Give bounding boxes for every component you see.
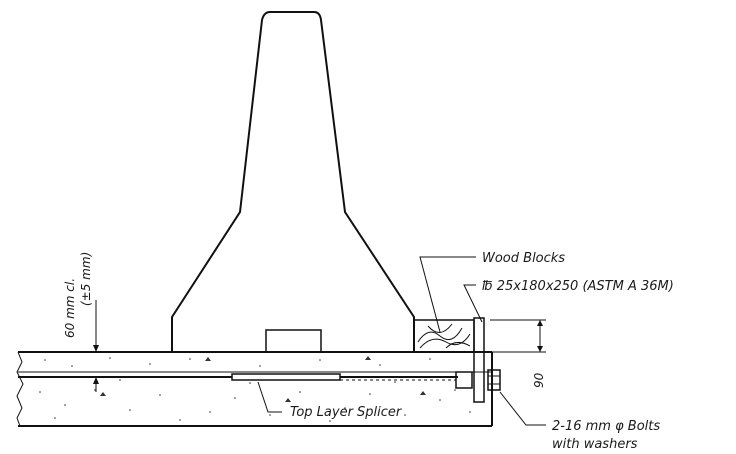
bolts-label-line2: with washers (552, 437, 638, 452)
shear-key (265, 329, 322, 353)
steel-plate (473, 317, 485, 403)
reinforcement (18, 373, 458, 381)
concrete-barrier (171, 11, 415, 353)
plate-leader: ℔ 25x180x250 (ASTM A 36M) (463, 279, 674, 323)
splicer-label: Top Layer Splicer (290, 405, 403, 420)
wood-blocks-label: Wood Blocks (482, 251, 565, 266)
bolt-assembly (340, 369, 501, 391)
cover-label-line2: (±5 mm) (79, 252, 93, 306)
wood-blocks-leader: Wood Blocks (419, 251, 565, 333)
top-layer-splicer (231, 373, 341, 381)
bolts-leader: 2-16 mm φ Bolts with washers (499, 391, 660, 452)
concrete-stipple (39, 356, 471, 422)
concrete-deck-slab (16, 351, 493, 427)
splicer-leader: Top Layer Splicer (257, 381, 403, 420)
bolts-label-line1: 2-16 mm φ Bolts (552, 419, 660, 434)
plate-label: ℔ 25x180x250 (ASTM A 36M) (482, 279, 674, 294)
dimension-90-label: 90 (532, 372, 546, 388)
dimension-90: 90 (490, 319, 546, 388)
wood-blocks (413, 319, 475, 353)
cover-dimension: 60 mm cl. (±5 mm) (63, 252, 99, 392)
cover-label-line1: 60 mm cl. (63, 278, 77, 338)
